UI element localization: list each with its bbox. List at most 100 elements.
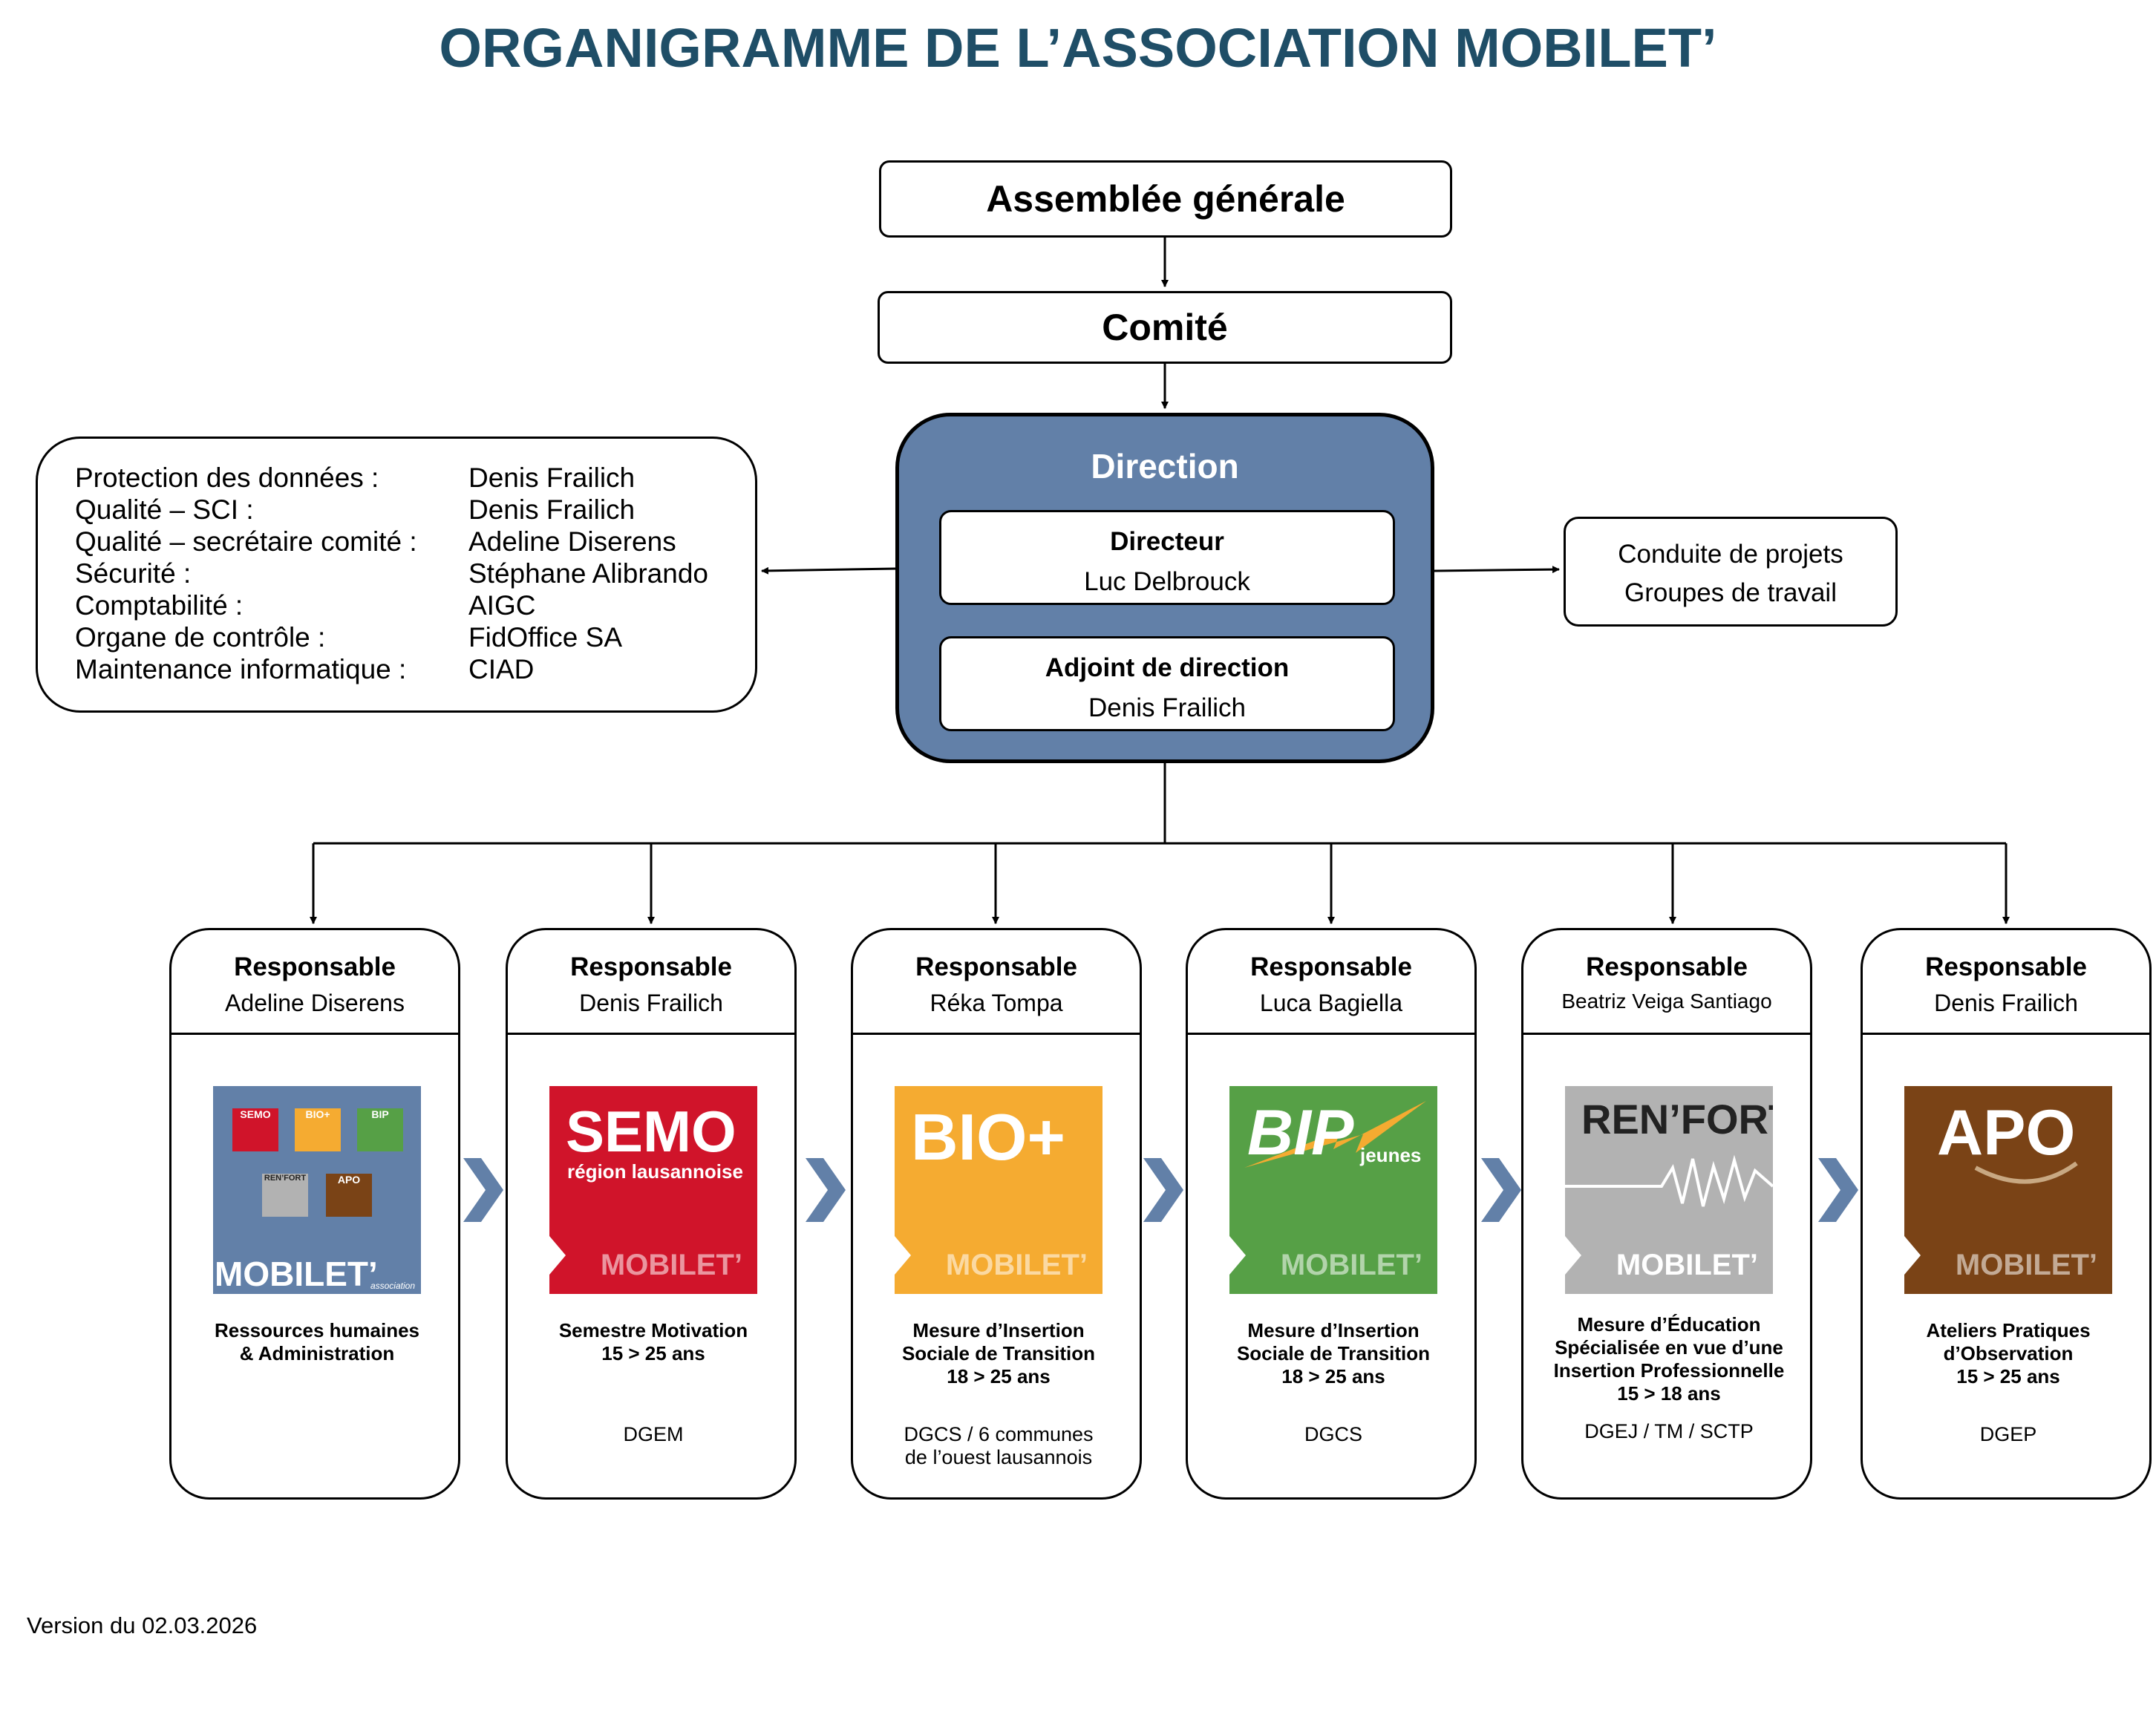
mobilet-watermark: MOBILET’ xyxy=(600,1249,742,1281)
direction-box[interactable]: Direction Directeur Luc Delbrouck Adjoin… xyxy=(895,413,1434,763)
unit-person: Denis Frailich xyxy=(579,990,723,1016)
desc-line: 15 > 25 ans xyxy=(601,1342,705,1364)
function-value: Denis Frailich xyxy=(468,494,636,525)
unit-description: Mesure d’Insertion Sociale de Transition… xyxy=(860,1319,1137,1388)
mobilet-logo-text: MOBILET’ xyxy=(215,1255,378,1293)
funder-line: DGCS / 6 communes xyxy=(904,1423,1094,1445)
functions-panel[interactable]: Protection des données : Denis Frailich … xyxy=(36,437,757,713)
mini-apo-logo: APO xyxy=(326,1174,372,1217)
unit-card-bio[interactable]: Responsable Réka Tompa BIO+ MOBILET’ Mes… xyxy=(851,928,1142,1500)
chevron-right-icon xyxy=(806,1158,846,1222)
page-title: ORGANIGRAMME DE L’ASSOCIATION MOBILET’ xyxy=(439,17,1717,79)
unit-person: Denis Frailich xyxy=(1934,990,2078,1016)
function-value: AIGC xyxy=(468,590,536,621)
function-label: Sécurité : xyxy=(75,558,192,589)
funder-line: DGEP xyxy=(1979,1423,2037,1445)
adjoint-name: Denis Frailich xyxy=(1088,693,1246,722)
desc-line: Semestre Motivation xyxy=(558,1319,748,1341)
mobilet-watermark: MOBILET’ xyxy=(1955,1249,2097,1281)
projects-panel[interactable]: Conduite de projets Groupes de travail xyxy=(1564,517,1898,627)
unit-divider xyxy=(172,1033,458,1035)
renfort-logo-text: REN’FORT xyxy=(1581,1096,1773,1143)
bio-plus-logo: BIO+ MOBILET’ xyxy=(895,1086,1102,1294)
renfort-logo: REN’FORT MOBILET’ xyxy=(1565,1086,1773,1294)
comite-box[interactable]: Comité xyxy=(878,291,1452,364)
apo-smile-shape xyxy=(1974,1161,2078,1184)
unit-description: Semestre Motivation 15 > 25 ans xyxy=(515,1319,791,1365)
unit-role: Responsable xyxy=(234,952,396,981)
mini-bio-logo: BIO+ xyxy=(295,1108,341,1151)
logo-notch xyxy=(1565,1236,1581,1275)
funder-line: DGEJ / TM / SCTP xyxy=(1584,1420,1754,1442)
assemblee-generale-box[interactable]: Assemblée générale xyxy=(879,160,1452,238)
apo-logo: APO MOBILET’ xyxy=(1904,1086,2112,1294)
unit-person: Réka Tompa xyxy=(930,990,1063,1016)
adjoint-box[interactable]: Adjoint de direction Denis Frailich xyxy=(939,636,1395,731)
desc-line: Sociale de Transition xyxy=(1236,1342,1431,1364)
unit-role: Responsable xyxy=(1925,952,2087,981)
desc-line: Mesure d’Insertion xyxy=(912,1319,1085,1341)
mobilet-association-logo: SEMO BIO+ BIP REN’FORT APO MOBILET’ asso… xyxy=(213,1086,421,1294)
unit-role: Responsable xyxy=(570,952,732,981)
unit-card-semo[interactable]: Responsable Denis Frailich SEMO région l… xyxy=(506,928,797,1500)
unit-person: Adeline Diserens xyxy=(225,990,405,1016)
bip-jeunes-logo: BIP jeunes MOBILET’ xyxy=(1229,1086,1437,1294)
unit-card-renfort[interactable]: Responsable Beatriz Veiga Santiago REN’F… xyxy=(1521,928,1812,1500)
bip-lightning-shape xyxy=(1244,1101,1426,1168)
function-label: Comptabilité : xyxy=(75,590,244,621)
desc-line: & Administration xyxy=(239,1342,395,1364)
unit-card-rh[interactable]: Responsable Adeline Diserens SEMO BIO+ B… xyxy=(169,928,460,1500)
unit-divider xyxy=(1863,1033,2149,1035)
mini-bip-logo: BIP xyxy=(357,1108,403,1151)
function-value: FidOffice SA xyxy=(468,622,623,653)
unit-person: Luca Bagiella xyxy=(1259,990,1403,1016)
semo-logo-text: SEMO xyxy=(566,1099,736,1164)
funder-line: de l’ouest lausannois xyxy=(904,1446,1093,1468)
unit-funder: DGCS xyxy=(1195,1423,1471,1446)
bio-logo-text: BIO+ xyxy=(911,1100,1065,1174)
directeur-box[interactable]: Directeur Luc Delbrouck xyxy=(939,510,1395,605)
direction-title: Direction xyxy=(1091,447,1239,486)
unit-description: Ateliers Pratiques d’Observation 15 > 25… xyxy=(1870,1319,2146,1388)
function-value: CIAD xyxy=(468,654,535,684)
chevron-right-icon xyxy=(1481,1158,1521,1222)
function-label: Maintenance informatique : xyxy=(75,654,407,684)
renfort-pulse-line xyxy=(1565,1154,1773,1207)
mobilet-watermark: MOBILET’ xyxy=(1616,1249,1758,1281)
unit-role: Responsable xyxy=(915,952,1077,981)
function-label: Qualité – secrétaire comité : xyxy=(75,526,417,557)
desc-line: Ressources humaines xyxy=(214,1319,419,1341)
unit-card-bip[interactable]: Responsable Luca Bagiella BIP jeunes MOB… xyxy=(1186,928,1477,1500)
function-label: Organe de contrôle : xyxy=(75,622,326,653)
function-value: Stéphane Alibrando xyxy=(468,558,708,589)
adjoint-role: Adjoint de direction xyxy=(1045,653,1290,682)
unit-description: Mesure d’Insertion Sociale de Transition… xyxy=(1195,1319,1471,1388)
semo-logo-sub: région lausannoise xyxy=(567,1160,743,1183)
mini-renfort-logo: REN’FORT xyxy=(262,1174,308,1217)
unit-funder: DGEJ / TM / SCTP xyxy=(1531,1420,1807,1443)
chevron-right-icon xyxy=(463,1158,503,1222)
unit-divider xyxy=(853,1033,1140,1035)
unit-funder: DGCS / 6 communes de l’ouest lausannois xyxy=(860,1423,1137,1469)
logo-notch xyxy=(549,1236,566,1275)
unit-person: Beatriz Veiga Santiago xyxy=(1561,990,1772,1013)
directeur-role: Directeur xyxy=(1110,527,1224,556)
logo-notch xyxy=(1229,1236,1246,1275)
logo-notch xyxy=(1904,1236,1921,1275)
desc-line: Sociale de Transition xyxy=(901,1342,1096,1364)
arrow-direction-functions xyxy=(761,566,896,575)
unit-role: Responsable xyxy=(1586,952,1748,981)
function-value: Denis Frailich xyxy=(468,462,636,493)
unit-card-apo[interactable]: Responsable Denis Frailich APO MOBILET’ … xyxy=(1861,928,2152,1500)
directeur-name: Luc Delbrouck xyxy=(1084,567,1250,596)
mobilet-watermark: MOBILET’ xyxy=(945,1249,1088,1281)
project-item: Groupes de travail xyxy=(1624,578,1837,607)
mini-semo-logo: SEMO xyxy=(232,1108,278,1151)
mobilet-watermark: MOBILET’ xyxy=(1280,1249,1422,1281)
logo-notch xyxy=(895,1236,911,1275)
unit-funder: DGEP xyxy=(1870,1423,2146,1446)
desc-line: Insertion Professionnelle xyxy=(1553,1359,1785,1382)
unit-divider xyxy=(508,1033,794,1035)
funder-line: DGEM xyxy=(623,1423,684,1445)
desc-line: 15 > 25 ans xyxy=(1956,1365,2060,1387)
